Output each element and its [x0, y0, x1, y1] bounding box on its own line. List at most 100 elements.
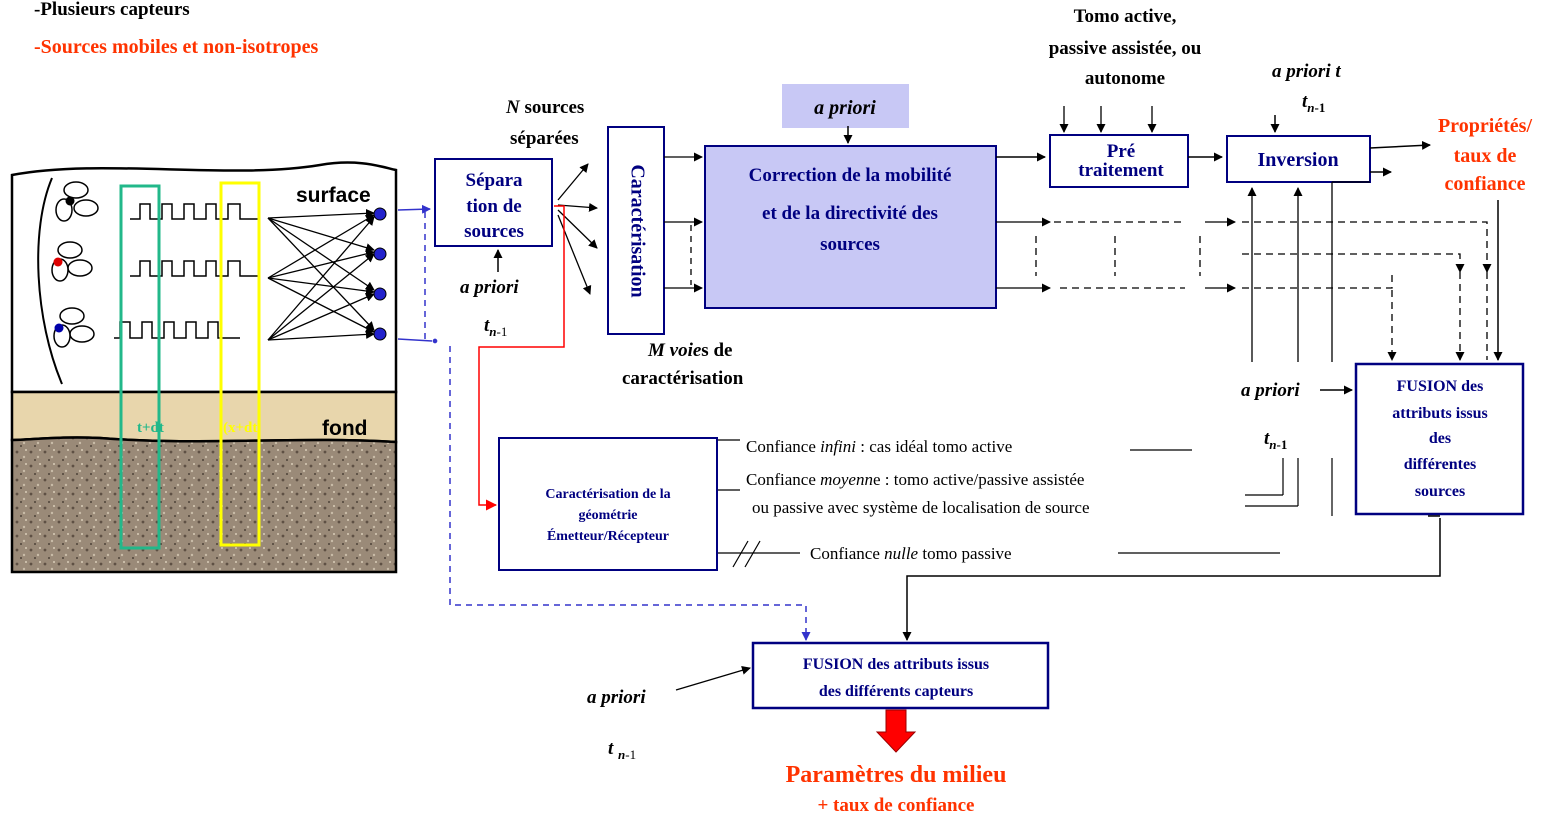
geometrie-box — [498, 437, 718, 571]
header-line-2: -Sources mobiles et non-isotropes — [34, 36, 318, 58]
separation-line-2: tion de — [466, 196, 521, 217]
ray-arrows — [267, 208, 375, 341]
n-sources-label: N sources — [505, 97, 584, 118]
pretraitement-box — [1049, 134, 1189, 188]
inversion-label: Inversion — [1257, 149, 1338, 171]
m-voies-label-2: caractérisation — [622, 368, 744, 389]
confiance-nulle: Confiance nulle tomo passive — [810, 544, 1012, 563]
source-3 — [53, 307, 95, 348]
source-2 — [51, 241, 93, 282]
tn1-inv-sub: n — [1307, 100, 1314, 115]
red-link — [478, 205, 565, 511]
confiance-moyenne-2: ou passive avec système de localisation … — [752, 498, 1090, 517]
output-arrow — [875, 709, 917, 753]
inversion-box — [1226, 135, 1371, 183]
dashed-routes — [996, 217, 1492, 361]
tomo-line-1: Tomo active, — [1074, 6, 1177, 27]
separees-label: séparées — [510, 128, 579, 149]
water-layer — [10, 161, 398, 394]
tn1-bottom-t: t — [608, 738, 618, 759]
tn1-sep-tail: -1 — [497, 324, 508, 339]
apriori-top-label: a priori — [814, 97, 876, 119]
fusion-capteurs-line-2: des différents capteurs — [819, 683, 973, 700]
seabed-illustration: t+dt (x+dt surface fond — [10, 161, 398, 574]
sensor-window-time — [119, 184, 161, 550]
apriori-bottom-arrow — [675, 665, 751, 691]
blue-links — [397, 204, 811, 641]
source-1 — [55, 181, 99, 222]
correction-line-1: Correction de la mobilité — [749, 165, 952, 186]
tn1-fusion-tail: -1 — [1277, 437, 1288, 452]
sensor-window-space — [219, 181, 261, 547]
conf-nulle-c: tomo passive — [918, 544, 1012, 563]
fusion-sources-line-5: sources — [1415, 483, 1465, 500]
tn1-fusion-label: tn-1 — [1264, 428, 1287, 452]
voies-arrows — [664, 152, 703, 293]
inversion-to-proprietes — [1369, 140, 1431, 150]
fusion-sources-line-1: FUSION des — [1397, 378, 1484, 395]
fusion-sources-box — [1354, 362, 1525, 516]
proprietes-line-3: confiance — [1444, 173, 1525, 195]
signal-train-1 — [130, 203, 260, 220]
separation-line-3: sources — [464, 221, 524, 242]
conf-infini-c: : cas idéal tomo active — [856, 437, 1012, 456]
pretraitement-line-2: traitement — [1078, 160, 1164, 181]
fond-label: fond — [322, 417, 367, 440]
tn1-inv-t: t — [1302, 91, 1308, 112]
caracterisation-label: Caractérisation — [626, 164, 648, 297]
m-voies-2: s — [701, 340, 708, 361]
tn1-sep-t: t — [484, 315, 490, 336]
n-sources-rest: sources — [520, 97, 585, 118]
conf-infini-b: infini — [820, 437, 856, 456]
tn1-bottom-label: t n-1 — [608, 738, 636, 762]
m-voies-3: de — [709, 340, 733, 361]
apriori-inv-label: a priori t — [1272, 61, 1341, 82]
tn1-fusion-t: t — [1264, 428, 1270, 449]
tn1-inv-label: tn-1 — [1302, 91, 1325, 115]
tn1-sep-label: tn-1 — [484, 315, 507, 339]
fusion-sources-line-2: attributs issus — [1392, 405, 1488, 422]
correction-line-3: sources — [820, 234, 880, 255]
fusion-capteurs-box — [751, 641, 1050, 710]
n-sources-n: N — [505, 97, 521, 118]
signal-train-2 — [130, 260, 260, 277]
apriori-sep-label: a priori — [460, 277, 519, 298]
separation-line-1: Sépara — [466, 170, 524, 191]
conf-nulle-a: Confiance — [810, 544, 884, 563]
tomo-line-2: passive assistée, ou — [1049, 38, 1202, 59]
conf-moy-b: moyenn — [820, 470, 873, 489]
fusion-sources-line-4: différentes — [1404, 456, 1477, 473]
conf-moy-c: e : tomo active/passive assistée — [873, 470, 1085, 489]
correction-line-2: et de la directivité des — [762, 203, 938, 224]
separation-sources-box — [434, 158, 553, 247]
tn1-bottom-tail: -1 — [625, 747, 636, 762]
conf-nulle-b: nulle — [884, 544, 918, 563]
geometrie-line-2: géométrie — [578, 508, 637, 523]
result-line-1: Paramètres du milieu — [786, 762, 1007, 788]
conf-moy-a: Confiance — [746, 470, 820, 489]
tn1-fusion-sub: n — [1269, 437, 1276, 452]
tomo-line-3: autonome — [1085, 68, 1165, 89]
confiance-infini: Confiance infini : cas idéal tomo active — [746, 437, 1012, 456]
caracterisation-box — [607, 126, 665, 335]
pretraitement-line-1: Pré — [1107, 141, 1135, 162]
tomo-arrows — [1059, 106, 1157, 133]
feedback-to-inversion — [1247, 181, 1370, 362]
apriori-fusion-label: a priori — [1241, 380, 1300, 401]
tn1-bottom-sub: n — [618, 747, 625, 762]
header-line-1: -Plusieurs capteurs — [34, 0, 190, 20]
label-t-dt: t+dt — [137, 420, 164, 436]
correction-box — [704, 145, 997, 309]
surface-label: surface — [296, 184, 371, 207]
fusion-sources-line-3: des — [1429, 430, 1451, 447]
coast-line — [37, 177, 63, 385]
apriori-top-box — [782, 84, 909, 128]
proprietes-line-1: Propriétés/ — [1438, 115, 1532, 137]
fusion-sources-to-capteurs — [907, 515, 1441, 640]
m-voies-label: M voies de — [647, 340, 732, 361]
m-voies-1: M voie — [647, 340, 702, 361]
proprietes-line-2: taux de — [1454, 145, 1517, 167]
geometrie-line-3: Émetteur/Récepteur — [547, 527, 669, 544]
apriori-bottom-label: a priori — [587, 687, 646, 708]
